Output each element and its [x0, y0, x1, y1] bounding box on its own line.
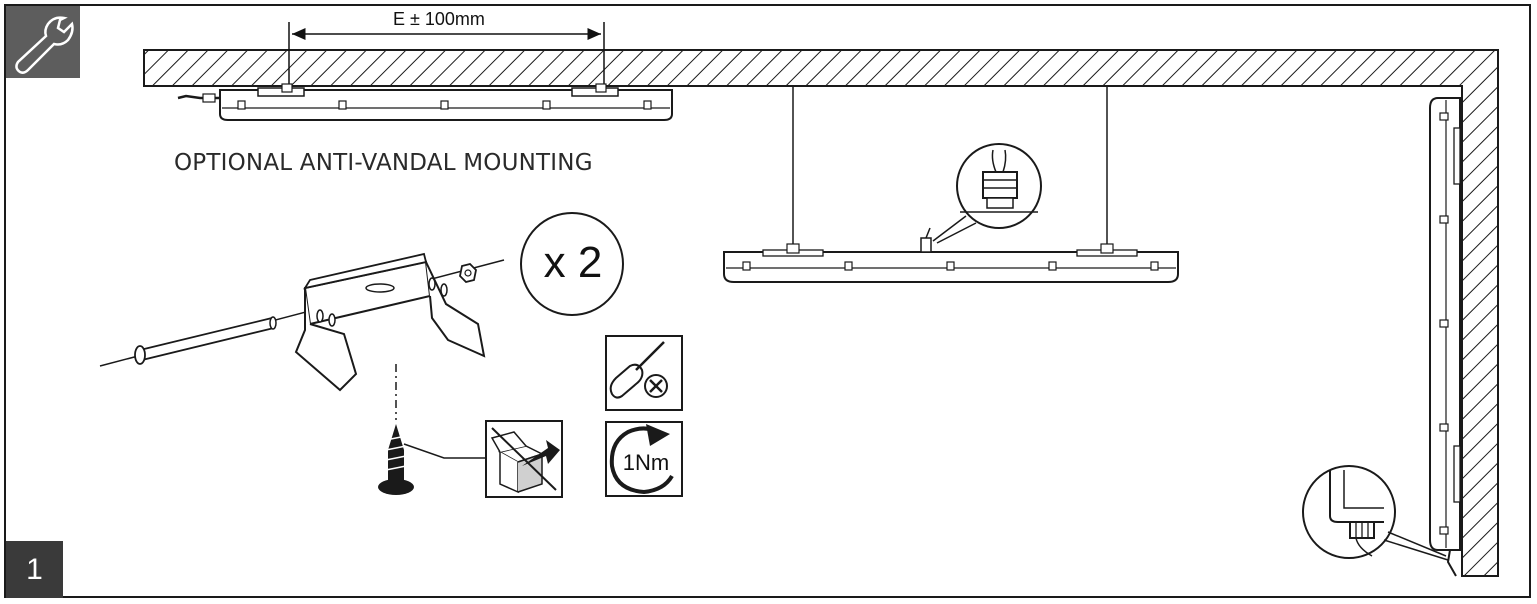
box-not-included-icon	[485, 420, 563, 498]
dimension-line	[288, 22, 605, 88]
caption: OPTIONAL ANTI-VANDAL MOUNTING	[174, 150, 593, 176]
ceiling-wall	[143, 49, 1499, 577]
surface-mounted-luminaire	[177, 83, 673, 121]
suspended-luminaire	[723, 86, 1179, 283]
torque-arrow-icon	[605, 421, 683, 497]
quantity-circle	[520, 212, 624, 316]
dimension-label: E ± 100mm	[393, 9, 485, 29]
torque-label: 1Nm	[622, 450, 670, 475]
screwdriver-prohibited-icon	[605, 335, 683, 411]
quantity-label: x 2	[543, 238, 603, 287]
wood-screw	[378, 364, 486, 495]
step-number-badge: 1	[6, 541, 63, 598]
anti-vandal-bracket	[99, 252, 505, 392]
wall-mounted-luminaire	[1302, 97, 1461, 577]
diagram-frame	[4, 4, 1531, 598]
wrench-icon	[15, 16, 74, 74]
